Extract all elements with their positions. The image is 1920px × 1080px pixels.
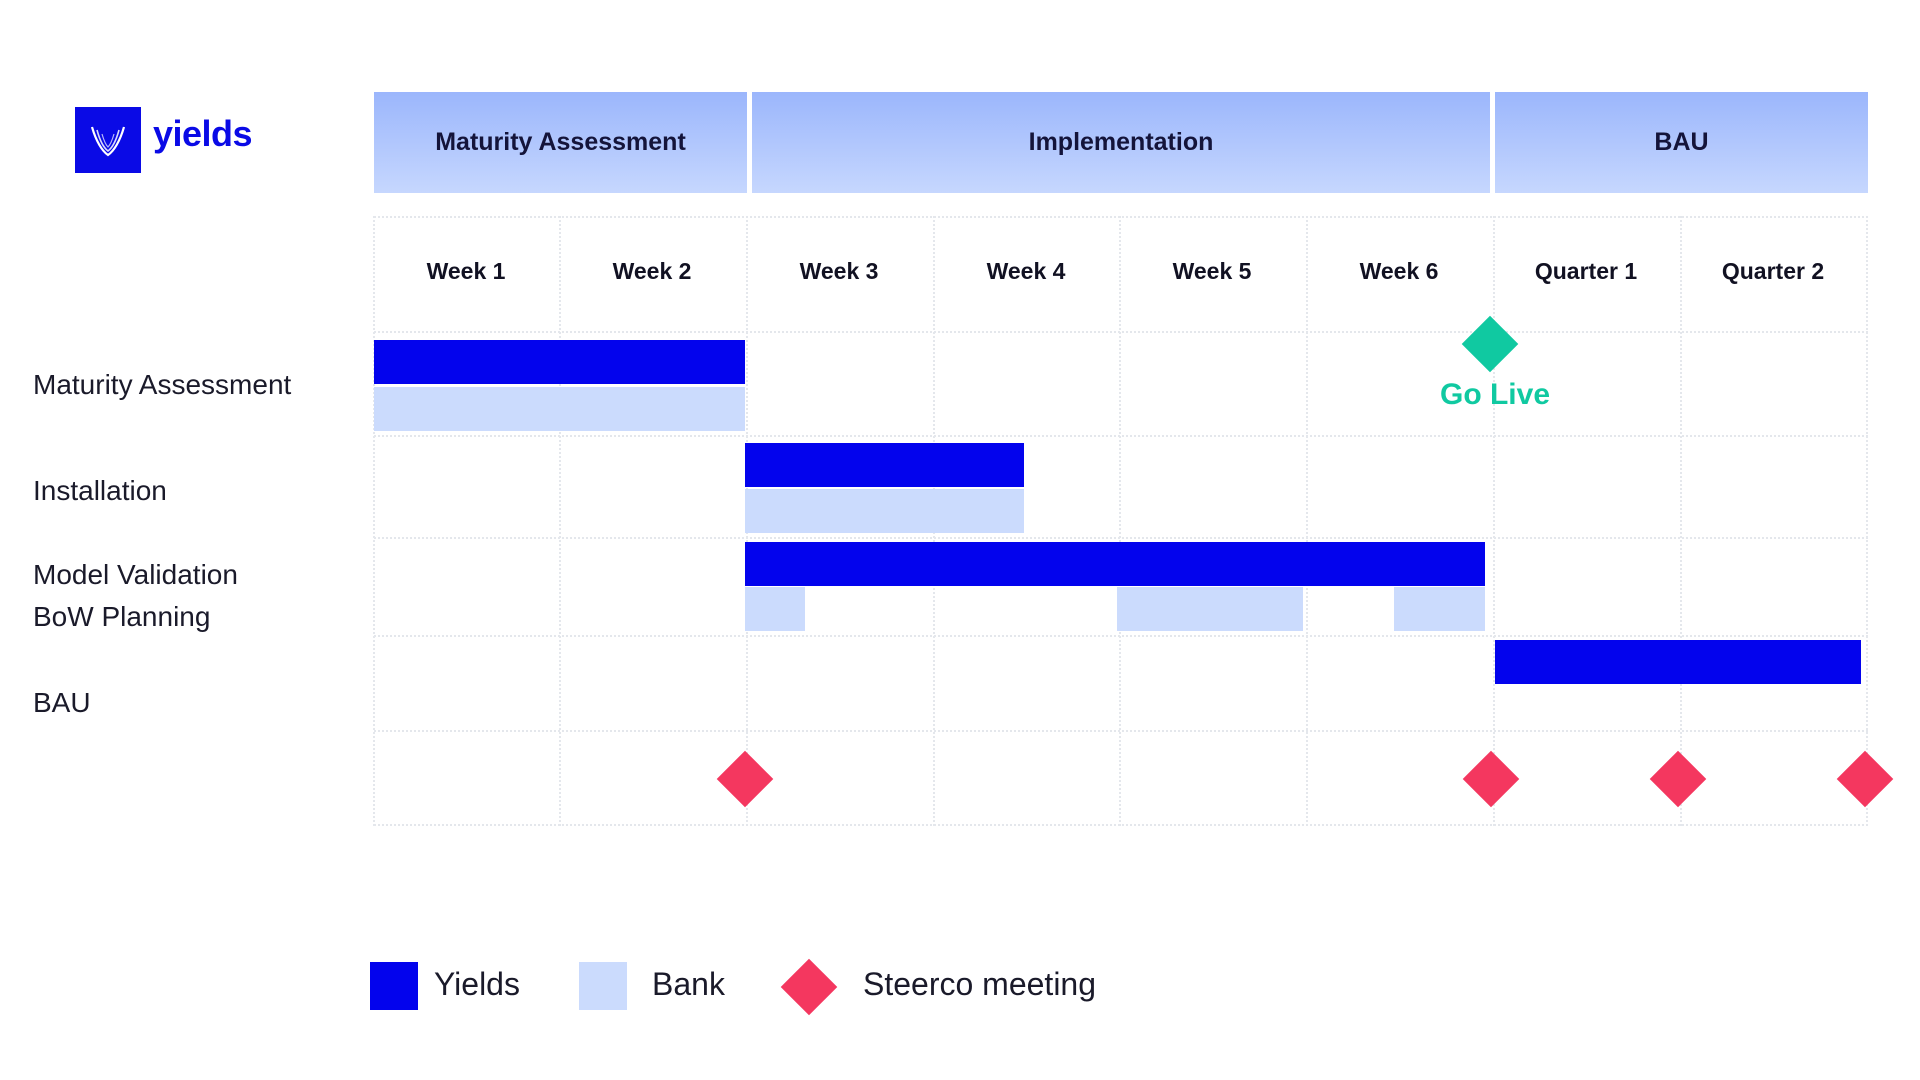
legend-bank-swatch [579,962,627,1010]
bank-bar-maturity-assessment [374,387,745,431]
bank-bar-model-validation [1117,587,1303,631]
grid-line [374,537,1868,539]
grid-line [374,730,1868,732]
grid-line [374,824,1868,826]
period-week-6: Week 6 [1359,258,1439,284]
grid-line [374,435,1868,437]
period-week-3: Week 3 [799,258,879,284]
legend-yields-swatch [370,962,418,1010]
grid-line [559,216,561,826]
go-live-diamond-icon [1461,315,1519,373]
steerco-diamond-icon [716,750,774,808]
phase-header-implementation: Implementation [752,92,1490,193]
period-quarter-2: Quarter 2 [1721,258,1825,284]
period-quarter-1: Quarter 1 [1534,258,1638,284]
row-label-model-validation: Model Validation [33,559,238,590]
steerco-diamond-icon [1836,750,1894,808]
yields-bar-installation [745,443,1024,487]
legend-steerco-diamond-icon [780,958,838,1016]
grid-line [1306,216,1308,826]
bank-bar-model-validation [745,587,805,631]
period-week-2: Week 2 [612,258,692,284]
row-label-bau: BAU [33,687,91,718]
grid-line [374,635,1868,637]
yields-logo: yields [75,107,305,175]
legend-yields-label: Yields [434,966,520,1002]
period-week-4: Week 4 [986,258,1066,284]
phase-header-maturity-assessment: Maturity Assessment [374,92,747,193]
grid-line [1680,216,1682,826]
bank-bar-installation [745,489,1024,533]
grid-line [373,216,375,826]
grid-line [1866,216,1868,826]
bank-bar-model-validation [1394,587,1485,631]
phase-header-bau: BAU [1495,92,1868,193]
steerco-diamond-icon [1462,750,1520,808]
grid-line [374,216,1868,218]
row-label-installation: Installation [33,475,167,506]
logo-text: yields [153,113,253,154]
grid-line [1119,216,1121,826]
grid-line [374,331,1868,333]
steerco-diamond-icon [1649,750,1707,808]
grid-line [1493,216,1495,826]
row-label-bow-planning: BoW Planning [33,601,211,632]
yields-bar-model-validation [745,542,1485,586]
period-week-1: Week 1 [426,258,506,284]
go-live-label: Go Live [1439,378,1551,411]
yields-logo-icon [75,107,141,173]
row-label-maturity-assessment: Maturity Assessment [33,369,292,400]
yields-bar-maturity-assessment [374,340,745,384]
period-week-5: Week 5 [1172,258,1252,284]
yields-bar-bau [1495,640,1861,684]
legend-steerco-label: Steerco meeting [863,966,1097,1002]
legend-bank-label: Bank [652,966,725,1002]
